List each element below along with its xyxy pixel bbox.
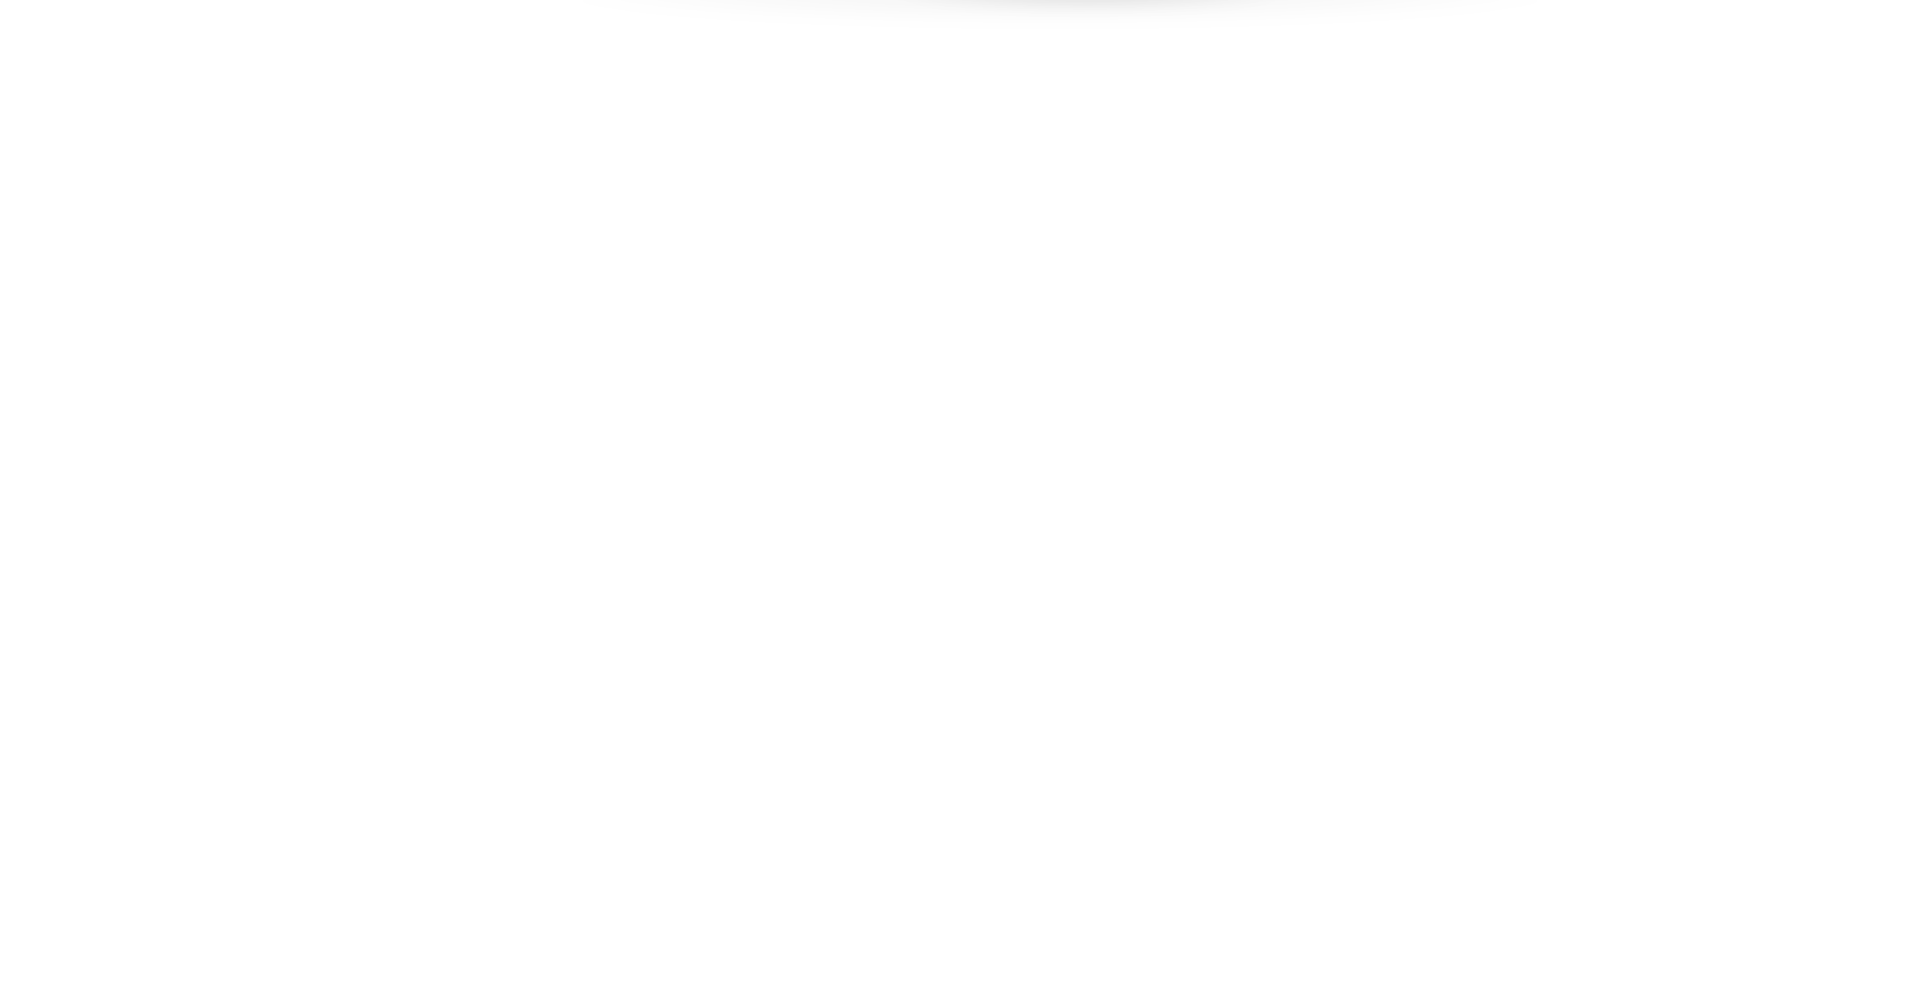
top-edge-shadow-core (900, 0, 1280, 10)
top-edge-shadow (560, 0, 1560, 22)
